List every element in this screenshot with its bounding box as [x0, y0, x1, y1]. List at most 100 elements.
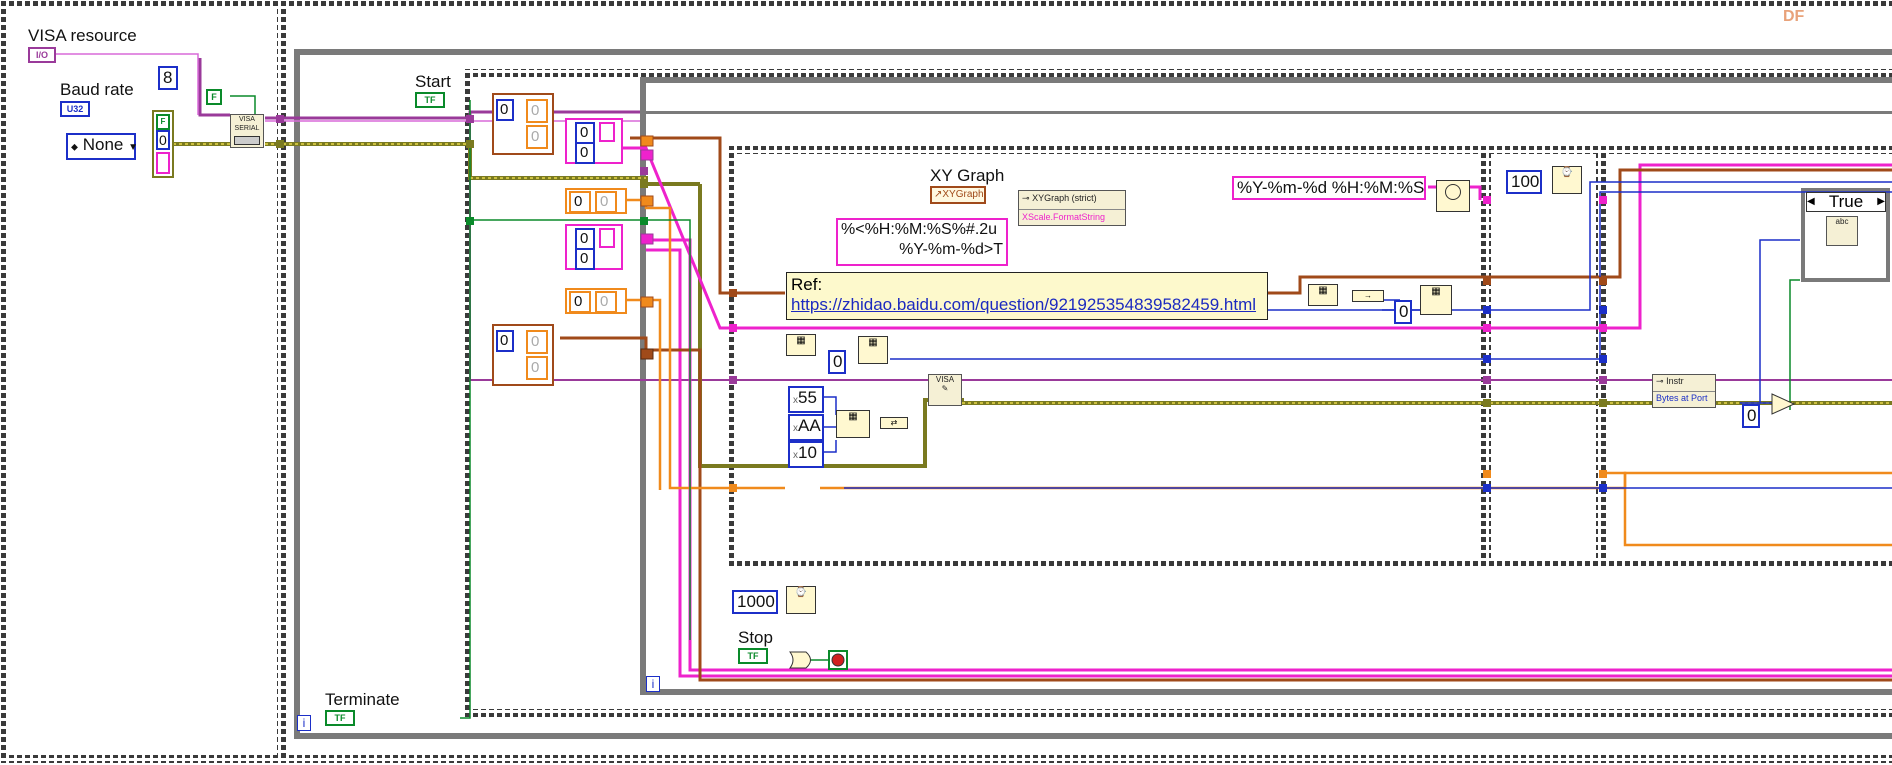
array4-string-cell [599, 228, 615, 248]
greater-than-node [1771, 393, 1796, 415]
loop-stop-terminal[interactable] [831, 653, 845, 667]
start-terminal[interactable]: TF [415, 92, 445, 108]
array4-element-2[interactable]: 0 [575, 248, 595, 270]
array-grid-icon: ▦ [1431, 286, 1441, 297]
data-bits-constant[interactable]: 8 [158, 66, 178, 90]
array2-element-2[interactable]: 0 [575, 142, 595, 164]
inner-while-loop[interactable] [640, 77, 1892, 695]
array-constant-4[interactable]: 0 0 [565, 224, 623, 270]
radix-indicator: x [793, 395, 798, 406]
serial-port-icon [234, 136, 260, 145]
property-node-class: XYGraph (strict) [1032, 193, 1097, 203]
radix-indicator: x [793, 423, 798, 434]
sequence-subframe-b [1483, 146, 1604, 569]
case-next-icon: ▶ [1877, 196, 1885, 207]
array-constant-3[interactable]: 0 0 [565, 188, 627, 214]
case-selector-value: True [1828, 192, 1864, 211]
xy-graph-property-node[interactable]: ⊸ XYGraph (strict) XScale.FormatString [1018, 190, 1126, 226]
pencil-icon: ✎ [941, 384, 949, 393]
loop-tunnels [640, 135, 654, 360]
visa-serial-configure-node[interactable]: VISA SERIAL [230, 114, 264, 148]
hex-byte-constant-aa[interactable]: xAA [788, 414, 824, 441]
outer-while-loop[interactable] [294, 49, 1892, 739]
baud-rate-terminal[interactable]: U32 [60, 101, 90, 117]
shift-register-terminals [276, 115, 1607, 492]
array5-element-1[interactable]: 0 [569, 291, 591, 313]
hex-byte-constant-10[interactable]: x10 [788, 441, 824, 468]
property-node-header: ⊸ XYGraph (strict) [1019, 191, 1125, 210]
bool-array-index[interactable]: 0 [156, 130, 170, 150]
wait-ms-node-2[interactable]: ⌚ [786, 586, 816, 614]
array1-element-2[interactable]: 0 [526, 125, 548, 149]
property-node-property: XScale.FormatString [1022, 212, 1106, 222]
array-constant-1[interactable]: 0 0 0 [492, 93, 554, 155]
array1-index[interactable]: 0 [496, 99, 514, 121]
inner-sequence-frame [464, 69, 1892, 717]
boolean-array-constant[interactable]: F 0 [152, 110, 174, 178]
wait-ms-node[interactable]: ⌚ [1552, 166, 1582, 194]
baud-rate-label: Baud rate [60, 80, 134, 99]
byte-array-to-string-node[interactable]: ⇄ [880, 417, 908, 429]
radix-indicator: x [793, 450, 798, 461]
index-array-node[interactable]: ▦ [858, 336, 888, 364]
zero-constant-a[interactable]: 0 [1394, 300, 1412, 324]
false-constant[interactable]: F [206, 89, 222, 105]
array5-element-2[interactable]: 0 [595, 291, 617, 313]
wait-100-constant[interactable]: 100 [1506, 170, 1542, 194]
bool-array-element [156, 152, 170, 174]
bytes-at-port-label: Bytes at Port [1656, 393, 1708, 403]
stop-terminal[interactable]: TF [738, 648, 768, 664]
reference-note-title: Ref: [791, 275, 823, 294]
arrow-right-icon: → [1364, 291, 1372, 300]
replace-array-subset-node[interactable]: ▦ [1420, 285, 1452, 315]
bytes-at-port-property-node[interactable]: ⊸ Instr Bytes at Port [1652, 374, 1716, 408]
reference-icon: ↗ [934, 189, 943, 200]
array2-string-cell [599, 122, 615, 142]
hex-byte-value-aa: AA [798, 416, 821, 435]
clock-icon [1445, 184, 1461, 200]
visa-write-node[interactable]: VISA✎ [928, 374, 962, 406]
case-selector[interactable]: ◀ True ▶ [1806, 192, 1886, 212]
stopwatch-icon: ⌚ [1560, 167, 1574, 178]
build-byte-array-node[interactable]: ▦ [836, 410, 870, 438]
array-constant-5[interactable]: 0 0 [565, 288, 627, 314]
inner-loop-iteration-terminal: i [646, 676, 660, 692]
data-conversion-node[interactable]: → [1352, 290, 1384, 302]
array-constant-2[interactable]: 0 0 [565, 118, 623, 164]
array3-element-1[interactable]: 0 [569, 191, 591, 213]
array2-element-1[interactable]: 0 [575, 122, 595, 144]
array-grid-icon: ▦ [796, 335, 806, 346]
case-prev-icon: ◀ [1807, 196, 1815, 207]
array-constant-6[interactable]: 0 0 0 [492, 324, 554, 386]
zero-constant-c[interactable]: 0 [1742, 404, 1760, 428]
terminate-terminal[interactable]: TF [325, 710, 355, 726]
visa-read-node[interactable]: abc [1826, 216, 1858, 246]
key-icon: ⊸ [1656, 376, 1664, 386]
zero-constant-b[interactable]: 0 [828, 350, 846, 374]
array6-element-2[interactable]: 0 [526, 356, 548, 380]
hex-byte-constant-55[interactable]: x55 [788, 386, 824, 413]
timestamp-format-constant[interactable]: %Y-%m-%d %H:%M:%S [1232, 176, 1426, 200]
build-array-node[interactable]: ▦ [1308, 284, 1338, 306]
array6-index[interactable]: 0 [496, 330, 514, 352]
parity-enum[interactable]: ⬥ None ▼ [66, 133, 138, 160]
instr-header: ⊸ Instr [1653, 375, 1715, 392]
array6-element-1[interactable]: 0 [526, 330, 548, 354]
xy-graph-reference[interactable]: ↗XYGraph [930, 186, 986, 204]
reference-url-link[interactable]: https://zhidao.baidu.com/question/921925… [791, 295, 1257, 314]
format-date-time-node[interactable] [1436, 180, 1470, 212]
stop-label: Stop [738, 628, 773, 647]
array4-element-1[interactable]: 0 [575, 228, 595, 250]
terminate-label: Terminate [325, 690, 400, 709]
case-structure[interactable] [1801, 188, 1890, 282]
format-string-line1: %<%H:%M:%S%#.2u [841, 221, 998, 238]
or-gate [789, 651, 811, 669]
sequence-subframe-c [1599, 146, 1892, 569]
visa-resource-terminal[interactable]: I/O [28, 47, 56, 63]
build-array-node-2[interactable]: ▦ [786, 334, 816, 356]
array3-element-2[interactable]: 0 [595, 191, 617, 213]
format-string-constant[interactable]: %<%H:%M:%S%#.2u %Y-%m-%d>T [836, 218, 1008, 266]
wait-1000-constant[interactable]: 1000 [732, 590, 778, 614]
array1-element-1[interactable]: 0 [526, 99, 548, 123]
